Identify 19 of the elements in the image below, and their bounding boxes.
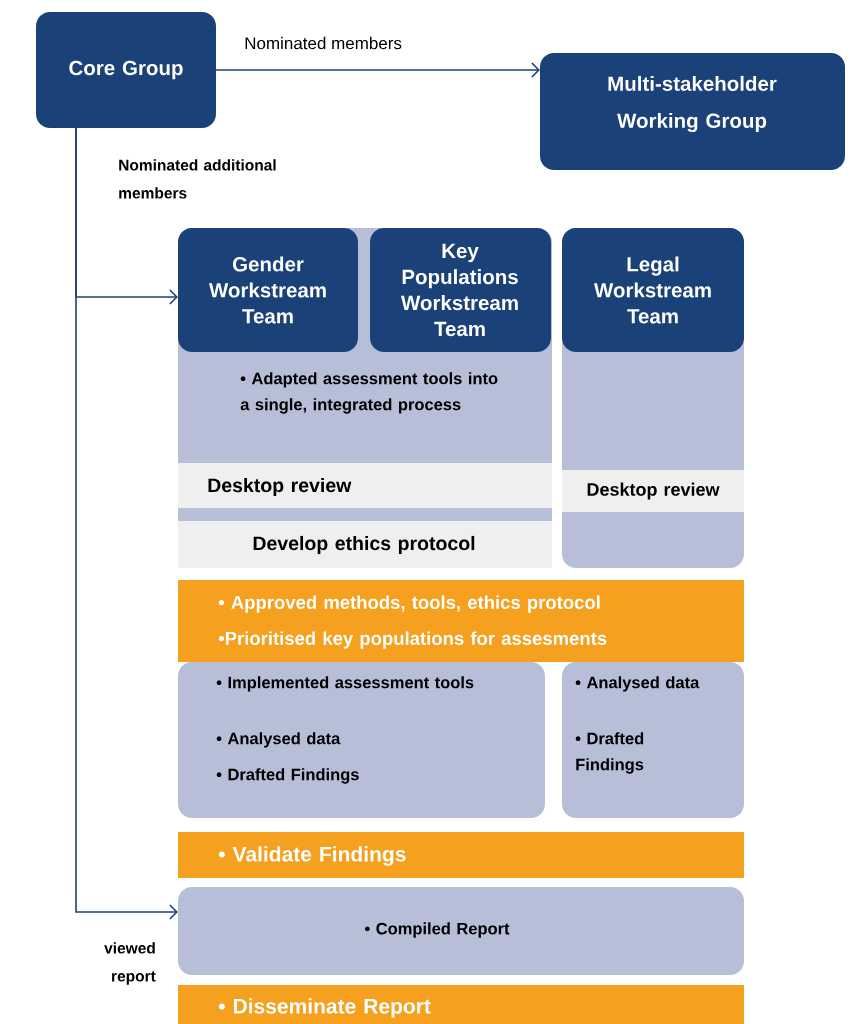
banner: • Validate Findings <box>178 832 744 878</box>
team-box: Gender Workstream Team <box>178 228 358 352</box>
panel: • Implemented assessment tools • Analysed data • Drafted Findings <box>178 662 545 818</box>
edge-label: viewed report <box>104 942 156 985</box>
panel: • Compiled Report <box>178 887 744 975</box>
group-box: Multi-stakeholder Working Group <box>540 53 845 170</box>
edge-label: Nominated members <box>245 36 402 50</box>
band: Desktop review <box>562 470 744 512</box>
team-box: Key Populations Workstream Team <box>370 228 551 352</box>
edge-label: Nominated additional members <box>119 159 276 199</box>
team-box: Legal Workstream Team <box>562 228 744 352</box>
banner: • Disseminate Report <box>178 985 744 1024</box>
band: Desktop review <box>178 463 552 508</box>
group-box: Core Group <box>36 12 216 128</box>
panel: • Analysed data • Drafted Findings <box>562 662 744 818</box>
banner: • Approved methods, tools, ethics protocol •Prioritised key populations for assesments <box>178 580 744 662</box>
arrow <box>75 127 178 920</box>
band: Develop ethics protocol <box>178 521 552 568</box>
arrow <box>215 62 540 78</box>
